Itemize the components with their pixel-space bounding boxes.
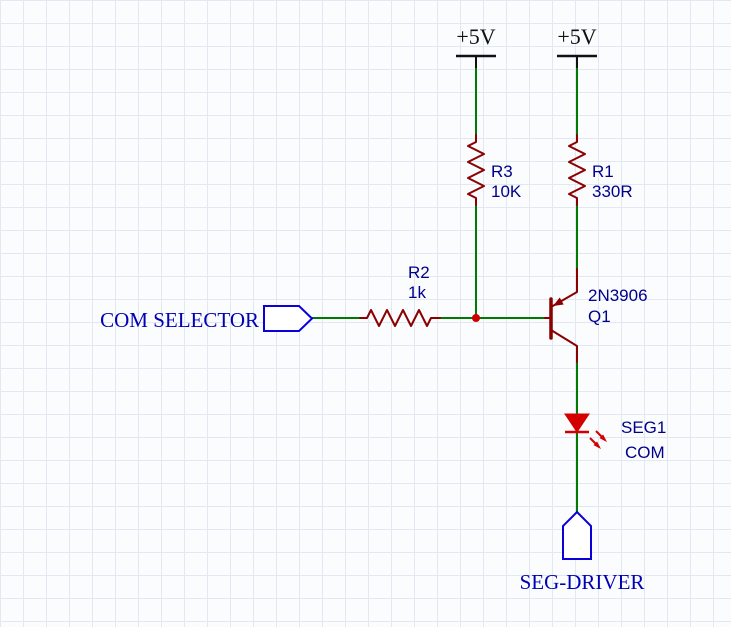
led-symbol[interactable]	[564, 413, 607, 449]
power-label-right: +5V	[557, 24, 596, 49]
r2-designator[interactable]: R2	[408, 263, 430, 282]
q1-designator[interactable]: Q1	[588, 307, 611, 326]
q1-collector	[550, 329, 578, 363]
resistor-r1[interactable]: R1 330R	[568, 134, 633, 206]
r1-value[interactable]: 330R	[592, 182, 633, 201]
power-label-left: +5V	[456, 24, 495, 49]
q1-part[interactable]: 2N3906	[588, 286, 648, 305]
net-label-seg1[interactable]: SEG1	[621, 418, 666, 437]
port-com-selector[interactable]: COM SELECTOR	[100, 305, 314, 332]
power-flag-right[interactable]: +5V	[557, 24, 597, 68]
r1-designator[interactable]: R1	[592, 162, 614, 181]
com-selector-label[interactable]: COM SELECTOR	[100, 308, 259, 332]
led-triangle	[564, 413, 590, 433]
resistor-r3[interactable]: R3 10K	[467, 134, 522, 206]
transistor-q1[interactable]: 2N3906 Q1	[544, 268, 648, 363]
q1-emitter	[550, 268, 578, 308]
junction-dot[interactable]	[472, 314, 480, 322]
q1-emitter-arrow	[553, 297, 564, 306]
r3-symbol	[467, 134, 485, 206]
led-emission-arrowhead-1	[593, 441, 601, 449]
port-seg-driver[interactable]: SEG-DRIVER	[520, 510, 645, 594]
r2-value[interactable]: 1k	[408, 283, 426, 302]
net-label-com[interactable]: COM	[625, 443, 665, 462]
r1-symbol	[568, 134, 586, 206]
com-selector-flag	[263, 305, 314, 332]
r3-designator[interactable]: R3	[491, 162, 513, 181]
led-emission-arrowhead-2	[599, 434, 607, 442]
resistor-r2[interactable]: R2 1k	[359, 263, 441, 327]
seg-driver-label[interactable]: SEG-DRIVER	[520, 570, 645, 594]
seg-driver-flag	[562, 510, 592, 560]
r3-value[interactable]: 10K	[491, 182, 522, 201]
r2-symbol	[359, 309, 441, 327]
power-flag-left[interactable]: +5V	[456, 24, 496, 68]
